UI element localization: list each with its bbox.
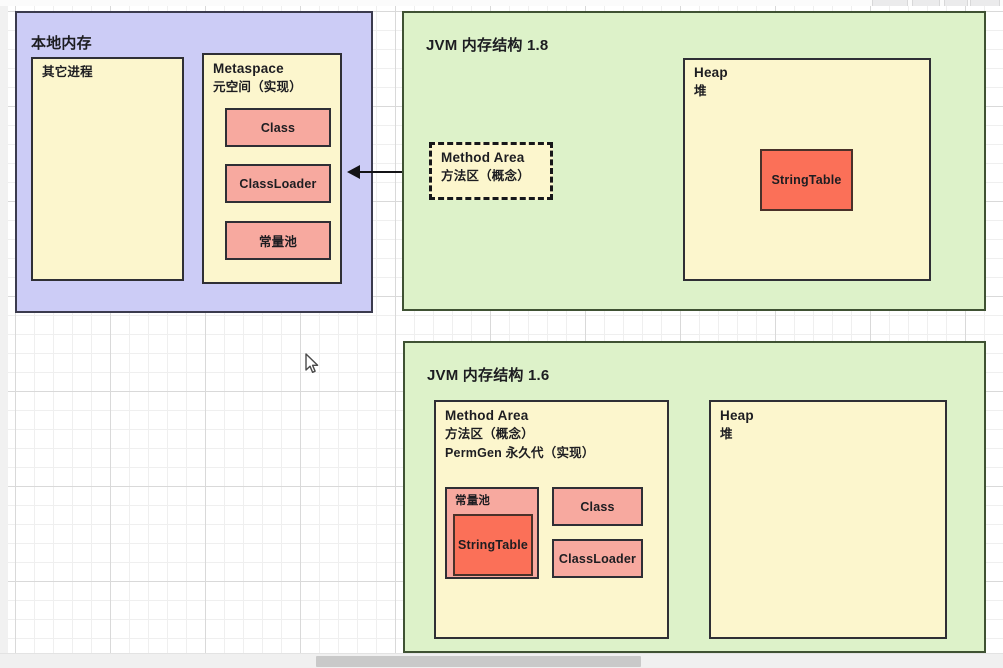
toolbar-ghost-group-4[interactable]: [970, 0, 1000, 8]
box-class-1-6-label: Class: [580, 499, 615, 514]
box-method-area-1-6-subtitle: 方法区（概念）: [445, 427, 534, 441]
horizontal-scrollbar[interactable]: [0, 653, 1003, 668]
box-other-processes-label: 其它进程: [42, 65, 93, 79]
box-heap-1-8[interactable]: Heap 堆 StringTable: [683, 58, 931, 281]
box-heap-1-6-subtitle: 堆: [720, 427, 733, 441]
box-method-area-1-8-subtitle: 方法区（概念）: [441, 169, 530, 183]
box-heap-1-6-title: Heap: [720, 408, 754, 423]
toolbar-ghost-group-1[interactable]: [872, 0, 908, 8]
horizontal-scrollbar-thumb[interactable]: [316, 656, 641, 667]
box-stringtable-1-6-label: StringTable: [457, 538, 529, 552]
toolbar-ghost-group-2[interactable]: [912, 0, 940, 8]
box-class-1-6[interactable]: Class: [552, 487, 643, 526]
box-method-area-1-6-title: Method Area: [445, 408, 529, 423]
box-metaspace-subtitle: 元空间（实现）: [213, 80, 302, 94]
connector-arrowhead-icon: [347, 165, 360, 179]
box-metaspace-class[interactable]: Class: [225, 108, 331, 147]
box-stringtable-1-6[interactable]: StringTable: [453, 514, 533, 576]
box-method-area-1-6[interactable]: Method Area 方法区（概念） PermGen 永久代（实现） 常量池 …: [434, 400, 669, 639]
box-method-area-1-8[interactable]: Method Area 方法区（概念）: [429, 142, 553, 200]
box-metaspace-classloader-label: ClassLoader: [239, 176, 317, 191]
box-metaspace-class-label: Class: [260, 120, 296, 135]
mouse-cursor-icon: [305, 353, 319, 373]
diagram-canvas[interactable]: 本地内存 其它进程 Metaspace 元空间（实现） Class ClassL…: [8, 6, 1003, 654]
box-metaspace-constant-pool[interactable]: 常量池: [225, 221, 331, 260]
box-other-processes[interactable]: 其它进程: [31, 57, 184, 281]
box-stringtable-heap-1-8[interactable]: StringTable: [760, 149, 853, 211]
box-stringtable-heap-1-8-label: StringTable: [771, 173, 842, 187]
box-heap-1-8-subtitle: 堆: [694, 84, 707, 98]
box-constant-pool-1-6[interactable]: 常量池 StringTable: [445, 487, 539, 579]
box-heap-1-6[interactable]: Heap 堆: [709, 400, 947, 639]
box-metaspace[interactable]: Metaspace 元空间（实现） Class ClassLoader 常量池: [202, 53, 342, 284]
box-constant-pool-1-6-label: 常量池: [455, 495, 491, 507]
box-metaspace-title: Metaspace: [213, 61, 284, 76]
box-classloader-1-6-label: ClassLoader: [558, 551, 637, 566]
box-classloader-1-6[interactable]: ClassLoader: [552, 539, 643, 578]
toolbar-ghost-group-3[interactable]: [944, 0, 968, 8]
panel-jvm-1-8-title: JVM 内存结构 1.8: [426, 37, 549, 54]
box-metaspace-constant-pool-label: 常量池: [258, 235, 298, 249]
canvas-left-gutter: [0, 6, 8, 654]
box-method-area-1-6-subtitle2: PermGen 永久代（实现）: [445, 446, 595, 460]
box-metaspace-classloader[interactable]: ClassLoader: [225, 164, 331, 203]
connector-methodarea-to-metaspace: [354, 171, 426, 173]
panel-native-memory-title: 本地内存: [31, 35, 92, 52]
panel-jvm-1-6-title: JVM 内存结构 1.6: [427, 367, 550, 384]
box-heap-1-8-title: Heap: [694, 65, 728, 80]
box-method-area-1-8-title: Method Area: [441, 150, 525, 165]
toolbar-strip-partial: [0, 0, 1003, 8]
